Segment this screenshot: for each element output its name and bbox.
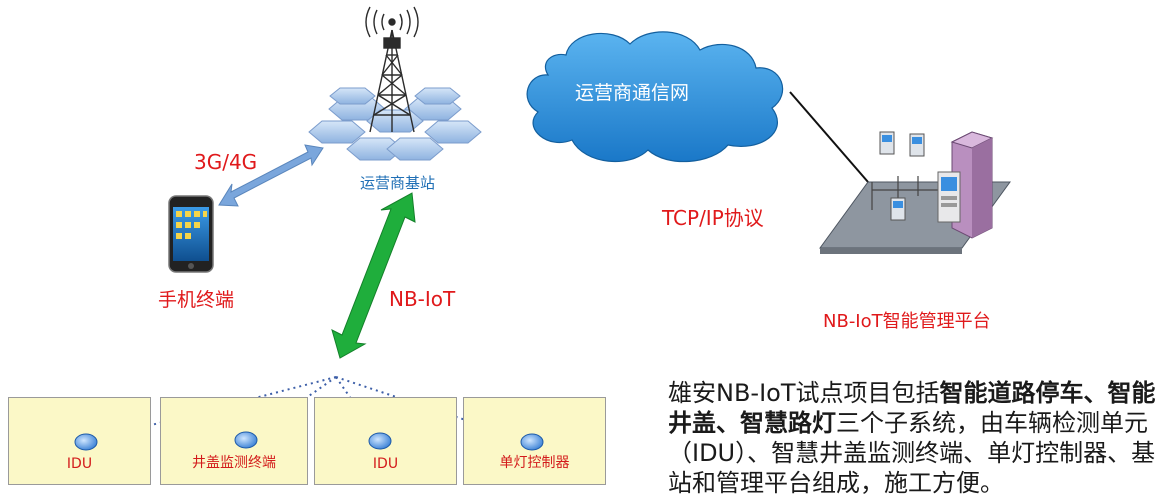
link-cloud-platform <box>789 91 869 183</box>
signal-tower-icon <box>365 6 419 133</box>
platform-label: NB-IoT智能管理平台 <box>823 311 991 332</box>
server-platform-icon <box>819 131 1011 254</box>
sensor-node-icon <box>368 432 392 450</box>
phone-label: 手机终端 <box>158 289 235 311</box>
device-label: IDU <box>66 456 93 472</box>
device-label: 井盖监测终端 <box>192 455 276 471</box>
base-station-label: 运营商基站 <box>360 174 436 192</box>
arrow-3g4g <box>218 144 324 207</box>
sensor-node-icon <box>520 433 544 451</box>
description-highlight: 智能道路停车、智能井盖、智慧路灯 <box>668 379 1156 437</box>
smartphone-icon <box>168 195 214 273</box>
link-label-3g4g: 3G/4G <box>194 150 258 174</box>
cloud-label: 运营商通信网 <box>575 82 690 104</box>
project-description: 雄安NB-IoT试点项目包括智能道路停车、智能井盖、智慧路灯三个子系统，由车辆检… <box>668 378 1158 498</box>
link-label-nbiot: NB-IoT <box>389 287 456 311</box>
arrow-nbiot <box>331 192 416 359</box>
device-label: IDU <box>372 456 399 472</box>
description-text: 雄安NB-IoT试点项目包括 <box>668 379 940 407</box>
device-label: 单灯控制器 <box>499 455 570 471</box>
cloud-icon <box>526 31 784 163</box>
description-text: 三个子系统，由车辆检测单元（IDU）、智慧井盖监测终端、单灯控制器、基站和管理平… <box>668 409 1156 497</box>
device-box-2: 井盖监测终端 <box>160 397 308 485</box>
sensor-node-icon <box>234 431 258 449</box>
link-label-tcpip: TCP/IP协议 <box>662 206 764 230</box>
sensor-node-icon <box>74 433 98 451</box>
